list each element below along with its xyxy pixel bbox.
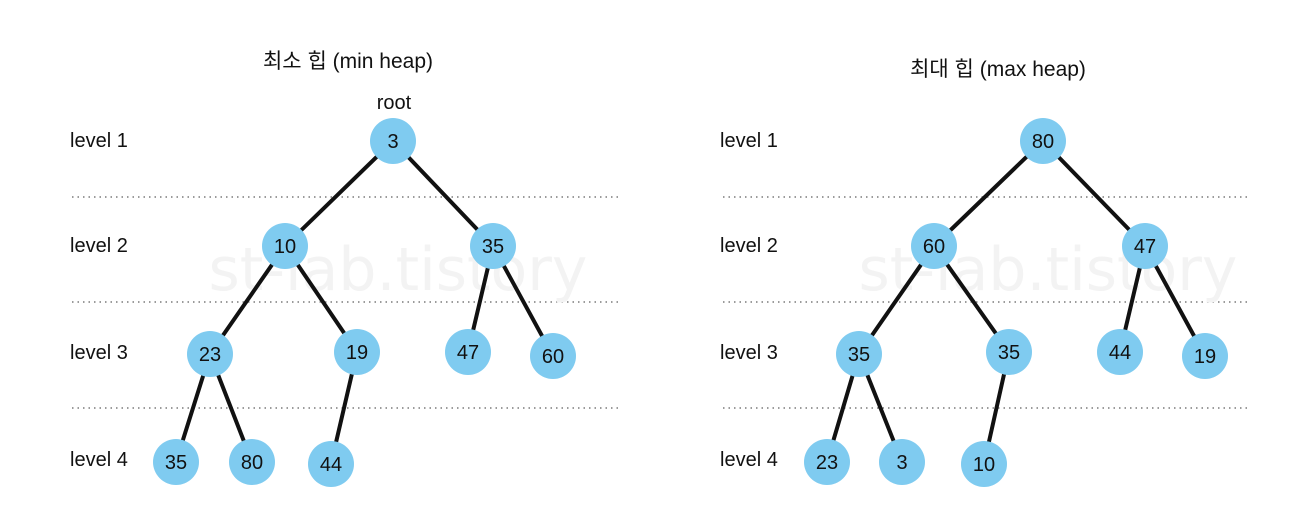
node-value: 35 <box>848 344 870 366</box>
node-circle <box>804 439 850 485</box>
level-label-3: level 3 <box>720 342 778 364</box>
tree-node: 35 <box>470 223 516 269</box>
max-heap-title: 최대 힙 (max heap) <box>910 58 1086 81</box>
node-circle <box>370 118 416 164</box>
tree-node: 60 <box>530 333 576 379</box>
node-circle <box>334 329 380 375</box>
node-circle <box>879 439 925 485</box>
min-heap-title: 최소 힙 (min heap) <box>263 50 433 73</box>
level-label-2: level 2 <box>70 235 128 257</box>
level-label-3: level 3 <box>70 342 128 364</box>
node-value: 47 <box>457 342 479 364</box>
tree-node: 10 <box>262 223 308 269</box>
tree-node: 35 <box>986 329 1032 375</box>
tree-node: 23 <box>187 331 233 377</box>
node-circle <box>262 223 308 269</box>
node-circle <box>1122 223 1168 269</box>
node-circle <box>1020 118 1066 164</box>
tree-edge <box>1041 139 1147 248</box>
node-value: 23 <box>199 344 221 366</box>
min-heap-nodes: 3 10 35 23 19 47 60 35 80 44 <box>153 118 576 487</box>
tree-node: 80 <box>1020 118 1066 164</box>
node-circle <box>986 329 1032 375</box>
node-value: 44 <box>1109 342 1131 364</box>
node-value: 35 <box>482 236 504 258</box>
node-circle <box>530 333 576 379</box>
node-circle <box>1097 329 1143 375</box>
node-value: 80 <box>241 452 263 474</box>
level-label-4: level 4 <box>70 449 128 471</box>
max-heap: 최대 힙 (max heap) level 1 level 2 level 3 … <box>720 58 1086 471</box>
node-value: 35 <box>165 452 187 474</box>
node-value: 60 <box>923 236 945 258</box>
node-circle <box>445 329 491 375</box>
node-circle <box>961 441 1007 487</box>
node-circle <box>470 223 516 269</box>
node-circle <box>1182 333 1228 379</box>
node-value: 10 <box>973 454 995 476</box>
tree-node: 44 <box>1097 329 1143 375</box>
node-circle <box>911 223 957 269</box>
level-label-1: level 1 <box>720 130 778 152</box>
tree-node: 44 <box>308 441 354 487</box>
tree-node: 35 <box>153 439 199 485</box>
node-value: 35 <box>998 342 1020 364</box>
tree-node: 60 <box>911 223 957 269</box>
level-label-4: level 4 <box>720 449 778 471</box>
tree-node: 47 <box>1122 223 1168 269</box>
node-circle <box>153 439 199 485</box>
node-value: 44 <box>320 454 342 476</box>
node-circle <box>308 441 354 487</box>
tree-node: 3 <box>879 439 925 485</box>
node-value: 19 <box>1194 346 1216 368</box>
node-circle <box>187 331 233 377</box>
node-circle <box>836 331 882 377</box>
tree-node: 80 <box>229 439 275 485</box>
tree-node: 19 <box>1182 333 1228 379</box>
tree-node: 47 <box>445 329 491 375</box>
level-label-2: level 2 <box>720 235 778 257</box>
root-label: root <box>377 92 412 114</box>
tree-edge <box>283 139 395 248</box>
tree-node: 35 <box>836 331 882 377</box>
node-value: 60 <box>542 346 564 368</box>
tree-node: 23 <box>804 439 850 485</box>
node-value: 23 <box>816 452 838 474</box>
node-circle <box>229 439 275 485</box>
tree-edge <box>932 139 1045 248</box>
tree-edge <box>391 139 495 248</box>
node-value: 3 <box>896 452 907 474</box>
node-value: 19 <box>346 342 368 364</box>
node-value: 47 <box>1134 236 1156 258</box>
node-value: 10 <box>274 236 296 258</box>
node-value: 3 <box>387 131 398 153</box>
node-value: 80 <box>1032 131 1054 153</box>
tree-node: 10 <box>961 441 1007 487</box>
max-heap-nodes: 80 60 47 35 35 44 19 23 3 10 <box>804 118 1228 487</box>
min-heap: 최소 힙 (min heap) root level 1 level 2 lev… <box>70 50 433 471</box>
tree-node: 3 <box>370 118 416 164</box>
tree-node: 19 <box>334 329 380 375</box>
level-label-1: level 1 <box>70 130 128 152</box>
